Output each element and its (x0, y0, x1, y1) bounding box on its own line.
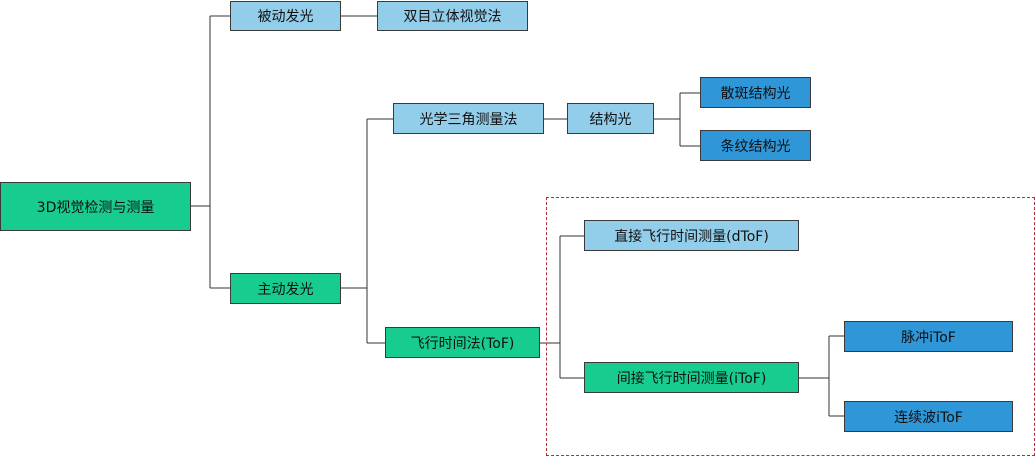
tof-group-frame (546, 197, 1035, 456)
node-stereo-label: 双目立体视觉法 (403, 9, 502, 25)
node-tof[interactable]: 飞行时间法(ToF) (385, 327, 540, 358)
node-active-label: 主动发光 (257, 281, 314, 298)
node-cw-itof[interactable]: 连续波iToF (844, 401, 1013, 432)
node-triangulation[interactable]: 光学三角测量法 (393, 103, 544, 134)
node-dtof-label: 直接飞行时间测量(dToF) (614, 228, 769, 245)
node-pulse-itof-label: 脉冲iToF (901, 329, 956, 346)
node-root[interactable]: 3D视觉检测与测量 (0, 182, 191, 231)
node-passive[interactable]: 被动发光 (230, 1, 341, 31)
connector-itof-branches (799, 335, 844, 417)
node-structured-label: 结构光 (589, 111, 632, 128)
node-itof[interactable]: 间接飞行时间测量(iToF) (584, 362, 799, 393)
node-speckle[interactable]: 散斑结构光 (700, 77, 811, 108)
connector-tof-branches (540, 235, 584, 379)
node-cw-itof-label: 连续波iToF (894, 409, 963, 426)
node-active[interactable]: 主动发光 (230, 273, 341, 304)
node-fringe[interactable]: 条纹结构光 (700, 130, 811, 161)
node-triangulation-label: 光学三角测量法 (419, 111, 518, 128)
node-tof-label: 飞行时间法(ToF) (410, 335, 515, 352)
node-root-label: 3D视觉检测与测量 (36, 199, 155, 216)
connector-root-branches (191, 15, 230, 289)
node-stereo[interactable]: 双目立体视觉法 (377, 1, 528, 31)
connector-structured-branches (654, 92, 700, 147)
node-pulse-itof[interactable]: 脉冲iToF (844, 321, 1013, 352)
node-itof-label: 间接飞行时间测量(iToF) (616, 370, 767, 387)
node-passive-label: 被动发光 (257, 9, 314, 25)
node-structured[interactable]: 结构光 (567, 103, 654, 134)
connector-active-branches (341, 118, 393, 344)
node-fringe-label: 条纹结构光 (720, 138, 791, 155)
node-speckle-label: 散斑结构光 (720, 85, 791, 102)
node-dtof[interactable]: 直接飞行时间测量(dToF) (584, 220, 799, 251)
